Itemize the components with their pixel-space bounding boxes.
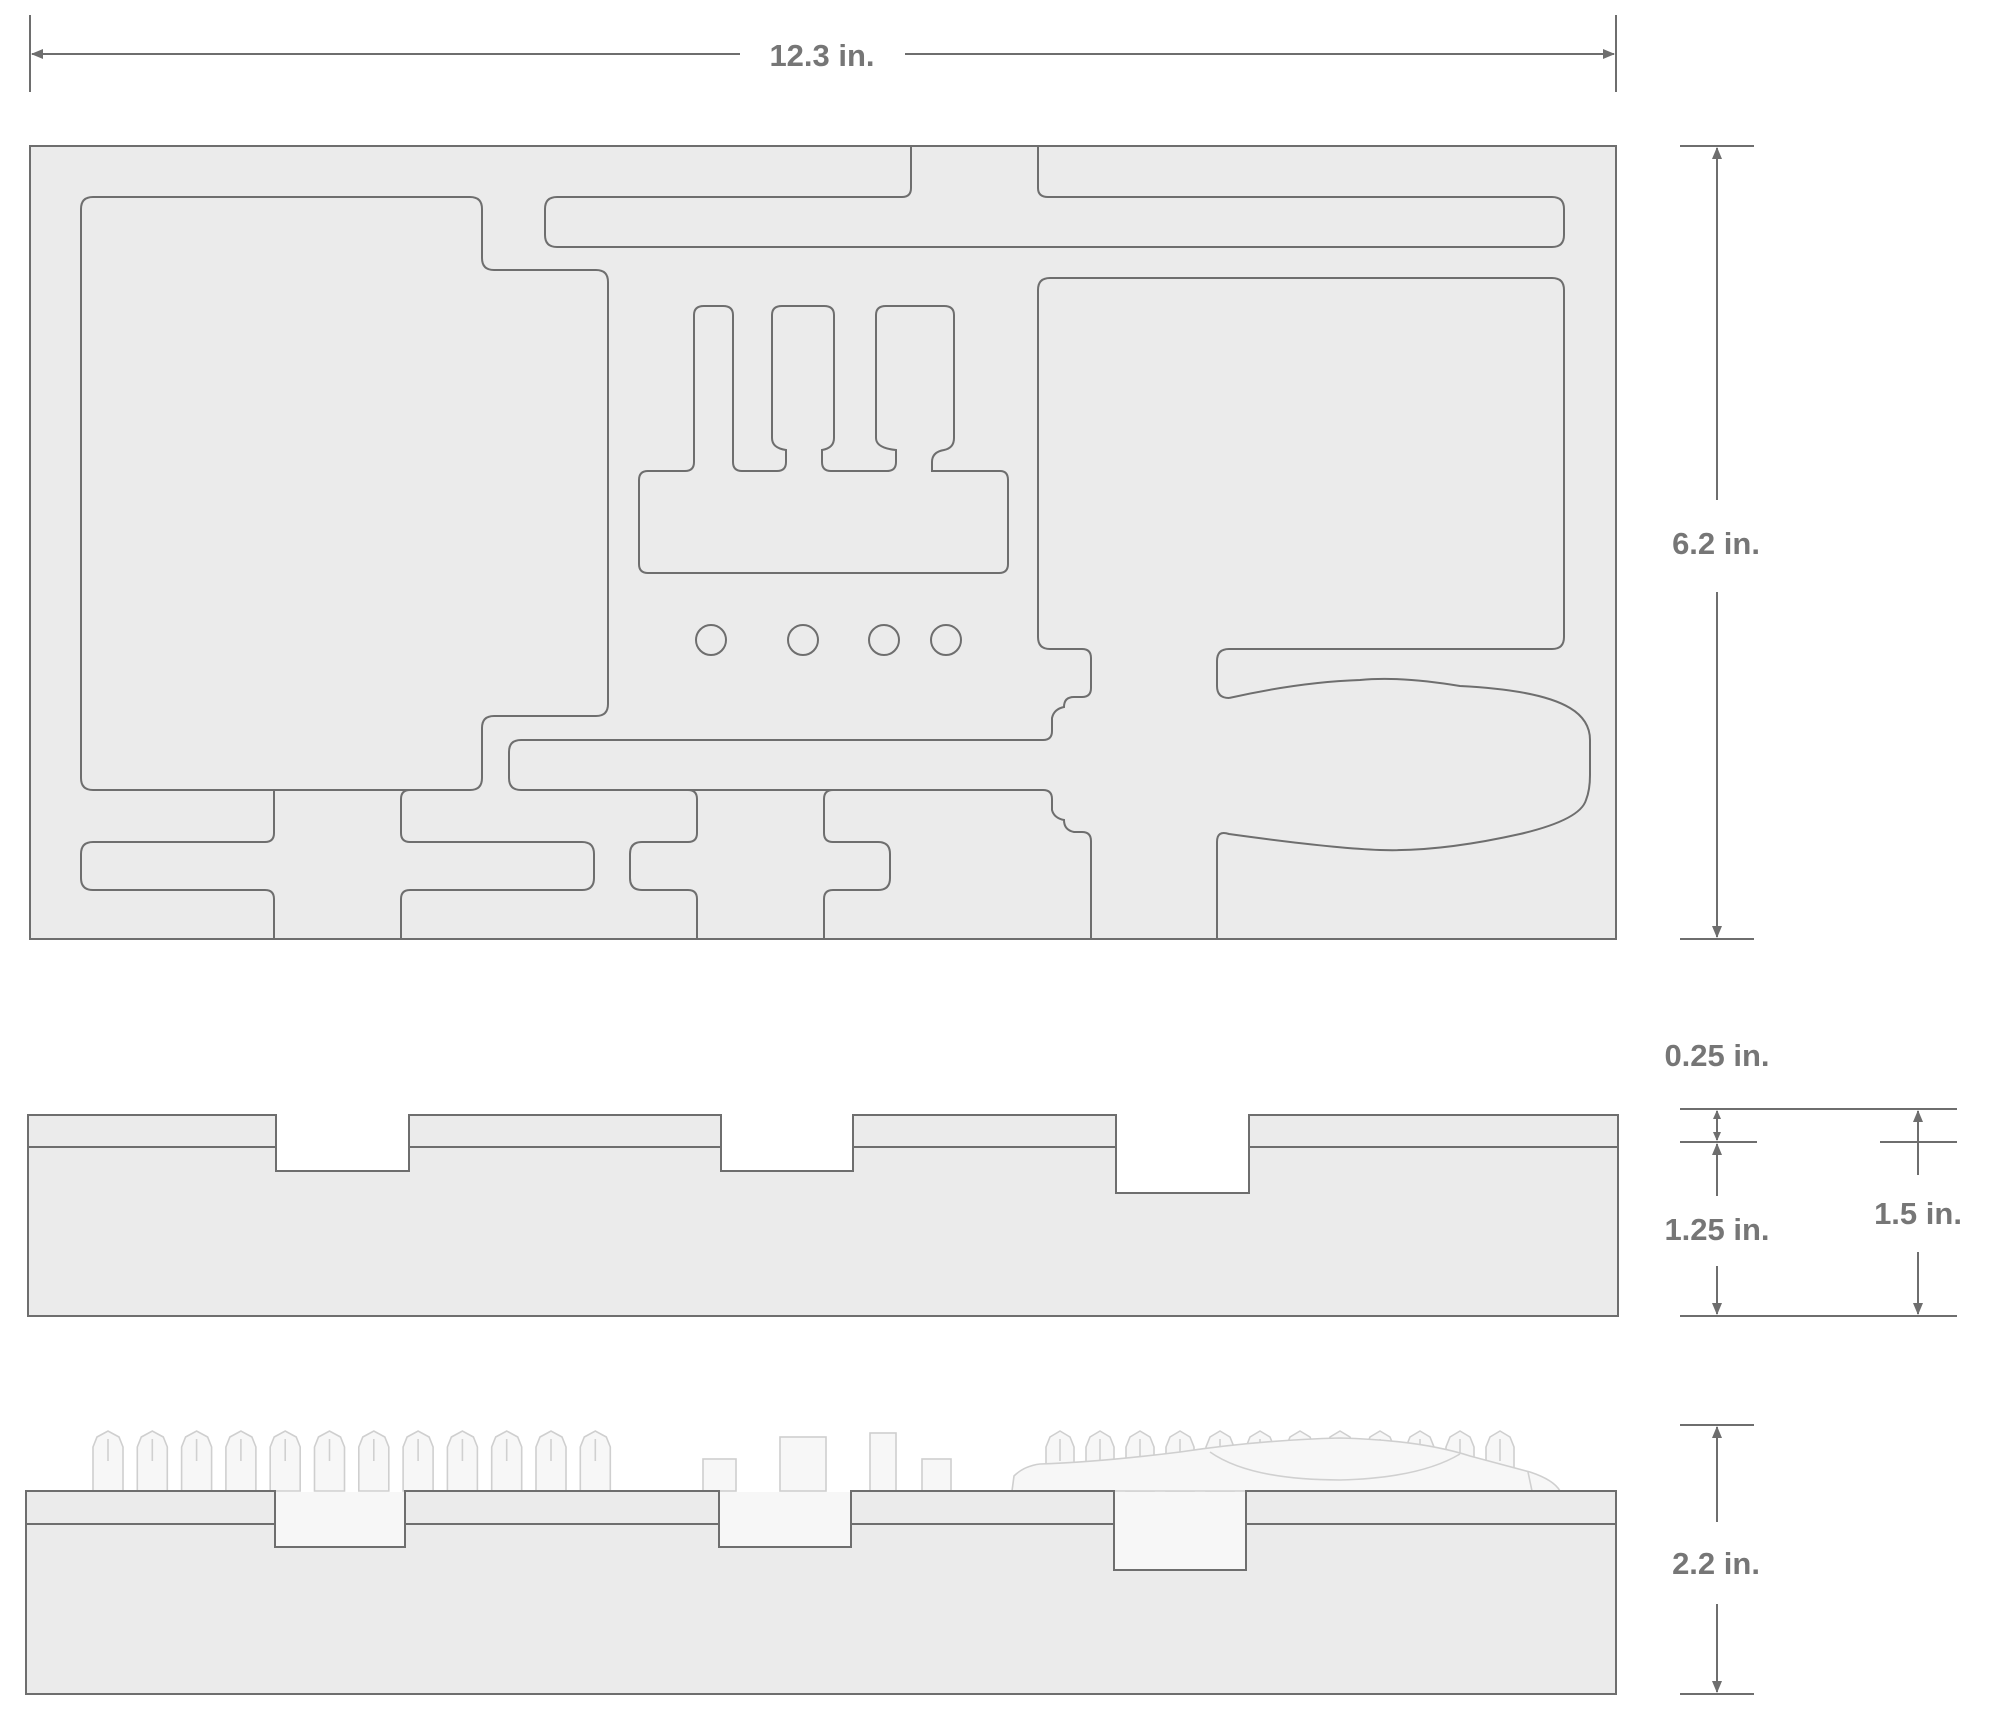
layer-dimensions: 0.25 in. 1.25 in. 1.5 in. <box>1664 1038 1962 1317</box>
socket-small <box>702 1458 737 1492</box>
right-upper-pocket <box>1050 277 1565 699</box>
height-label: 6.2 in. <box>1672 526 1760 561</box>
screwdriver-side <box>1011 1437 1562 1492</box>
hole-2 <box>787 624 819 656</box>
side-profile-with-tools <box>25 1490 1617 1695</box>
socket-tall <box>779 1436 827 1492</box>
extension-bar <box>869 1432 897 1492</box>
hole-1 <box>695 624 727 656</box>
hole-3 <box>868 624 900 656</box>
side-view-empty <box>27 1114 1619 1317</box>
with-tools-label: 2.2 in. <box>1672 1546 1760 1581</box>
side-profile-empty <box>27 1114 1619 1317</box>
top-view <box>29 145 1617 940</box>
bottom-slot-right <box>823 789 891 939</box>
bit-holder-pocket <box>638 305 1009 574</box>
screwdriver-pocket-fill <box>1115 1492 1245 1569</box>
top-slot-left <box>544 146 1565 248</box>
bottom-slot-center <box>629 789 698 939</box>
total-foam-label: 1.5 in. <box>1874 1196 1962 1231</box>
bottom-slot-left <box>80 790 275 939</box>
width-dimension: 12.3 in. <box>29 15 1617 92</box>
hole-4 <box>930 624 962 656</box>
with-tools-dimension: 2.2 in. <box>1672 1424 1760 1695</box>
bottom-slot-middle <box>400 789 595 939</box>
top-layer-label: 0.25 in. <box>1664 1038 1769 1073</box>
width-label: 12.3 in. <box>769 38 874 73</box>
bit-driver-handle <box>921 1458 952 1492</box>
bit-row-left <box>92 1430 612 1492</box>
base-layer-label: 1.25 in. <box>1664 1212 1769 1247</box>
height-dimension: 6.2 in. <box>1672 145 1760 940</box>
screwdriver-channel <box>508 277 1092 939</box>
large-left-pocket <box>80 196 609 791</box>
screwdriver-handle-pocket <box>1216 677 1591 939</box>
side-view-with-tools <box>25 1430 1617 1695</box>
